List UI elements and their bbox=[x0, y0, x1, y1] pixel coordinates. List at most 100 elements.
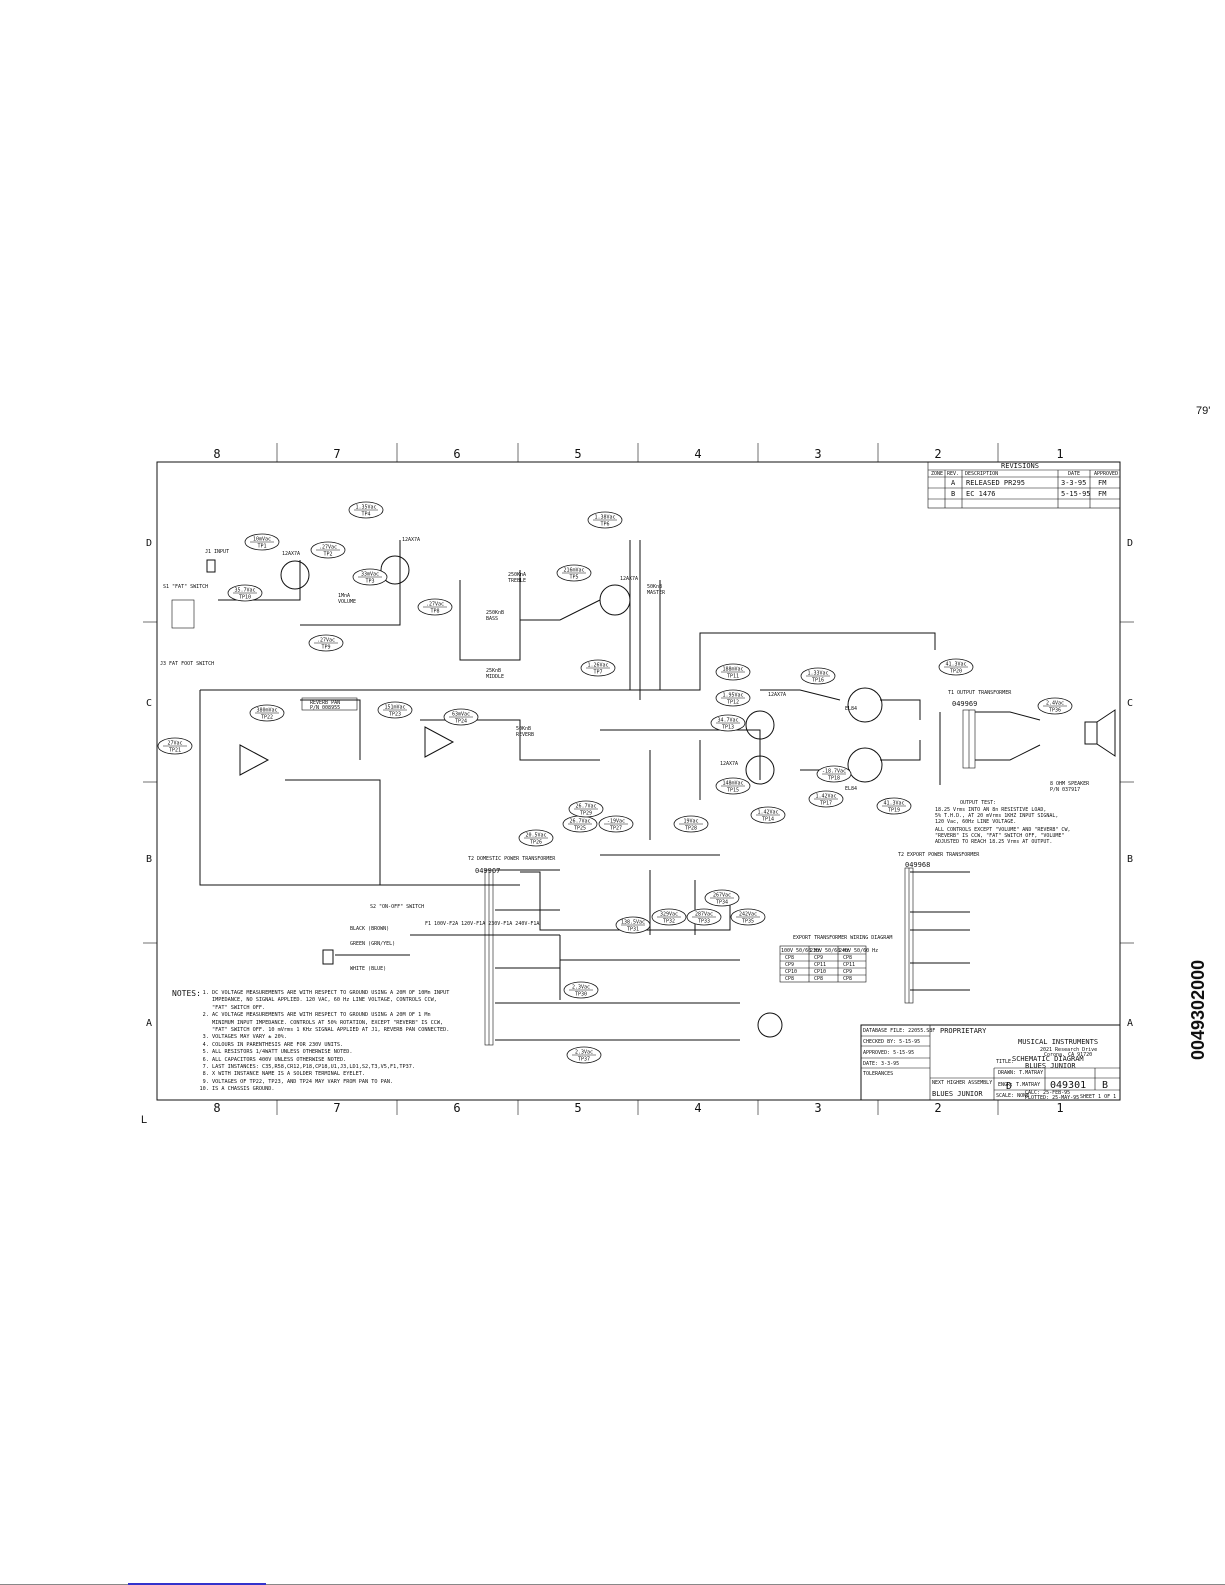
notes-heading: NOTES: bbox=[172, 989, 201, 998]
zone-bottom-3: 3 bbox=[814, 1101, 821, 1115]
mains-plug bbox=[322, 949, 334, 965]
test-point-id: TP20 bbox=[950, 669, 962, 675]
zone-top-3: 3 bbox=[814, 447, 821, 461]
test-point-voltage: 1.42Vac bbox=[815, 794, 836, 800]
next-higher-assembly: NEXT HIGHER ASSEMBLY bbox=[932, 1080, 992, 1086]
test-point-voltage: 63mVac bbox=[452, 712, 470, 718]
power-switch: S2 "ON-OFF" SWITCH F1 100V-F2A 120V-F1A … bbox=[322, 904, 539, 972]
output-test-line-3: 120 Vac, 60Hz LINE VOLTAGE. bbox=[935, 819, 1016, 825]
tube-v3b bbox=[745, 755, 775, 785]
control-pots: 1MnA VOLUME 250KnA TREBLE 250KnB BASS 25… bbox=[338, 572, 666, 738]
test-point-id: TP13 bbox=[722, 725, 734, 731]
zone-top-4: 4 bbox=[694, 447, 701, 461]
test-point-voltage: 26.7Vac bbox=[569, 819, 590, 825]
rev-row-a-rev: A bbox=[951, 479, 956, 487]
test-point-id: TP33 bbox=[698, 919, 710, 925]
rev-row-b-desc: EC 1476 bbox=[966, 490, 996, 498]
fat-switch-label: S1 "FAT" SWITCH bbox=[163, 584, 208, 590]
test-point-id: TP7 bbox=[593, 670, 602, 676]
zone-bottom-7: 7 bbox=[333, 1101, 340, 1115]
note-item: ALL RESISTORS 1/4WATT UNLESS OTHERWISE N… bbox=[212, 1049, 452, 1056]
test-point-id: TP34 bbox=[716, 900, 728, 906]
zone-left-A: A bbox=[146, 1018, 152, 1029]
test-point-voltage: 2.3Vac bbox=[575, 1050, 593, 1056]
test-point-voltage: 35.7Vac bbox=[234, 588, 255, 594]
output-test-notes: OUTPUT TEST: 18.25 Vrms INTO AN 8n RESIS… bbox=[935, 800, 1070, 845]
input-section: J1 INPUT S1 "FAT" SWITCH J3 FAT FOOT SWI… bbox=[160, 549, 229, 667]
test-point-voltage: 1.38Vac bbox=[594, 515, 615, 521]
test-point-id: TP17 bbox=[820, 801, 832, 807]
rev-header-desc: DESCRIPTION bbox=[965, 471, 998, 477]
output-test-heading: OUTPUT TEST: bbox=[960, 800, 996, 806]
calc-date: CALC: 25-FEB-95 bbox=[1025, 1090, 1070, 1096]
test-point-id: TP21 bbox=[169, 748, 181, 754]
export-cell: CP11 bbox=[814, 962, 826, 968]
test-point-id: TP37 bbox=[578, 1057, 590, 1063]
corner-mark: L bbox=[141, 1114, 148, 1126]
opamp-u1b bbox=[424, 726, 455, 758]
pot-reverb-name: REVERB bbox=[516, 732, 534, 738]
test-point-voltage: 10mVac bbox=[253, 537, 271, 543]
test-point-id: TP6 bbox=[600, 522, 609, 528]
wire-black: BLACK (BROWN) bbox=[350, 926, 389, 932]
export-wiring-title: EXPORT TRANSFORMER WIRING DIAGRAM bbox=[793, 935, 892, 941]
assembly-name: BLUES JUNIOR bbox=[932, 1090, 983, 1098]
zone-bottom-2: 2 bbox=[934, 1101, 941, 1115]
op-amps bbox=[239, 726, 455, 776]
fat-switch-s1 bbox=[171, 599, 195, 629]
test-point-id: TP29 bbox=[580, 811, 592, 817]
test-point-id: TP5 bbox=[569, 575, 578, 581]
test-point-id: TP30 bbox=[575, 992, 587, 998]
test-point-id: TP14 bbox=[762, 817, 774, 823]
note-item: ALL CAPACITORS 400V UNLESS OTHERWISE NOT… bbox=[212, 1057, 452, 1064]
test-point-id: TP16 bbox=[812, 678, 824, 684]
export-cell: CP9 bbox=[785, 962, 794, 968]
zone-ticks bbox=[143, 443, 1134, 1115]
rev-header-date: DATE bbox=[1068, 471, 1080, 477]
notes-list: DC VOLTAGE MEASUREMENTS ARE WITH RESPECT… bbox=[172, 990, 452, 1094]
output-transformer-label: T1 OUTPUT TRANSFORMER bbox=[948, 690, 1012, 696]
drawing-title-2: BLUES JUNIOR bbox=[1025, 1062, 1076, 1070]
pot-middle-name: MIDDLE bbox=[486, 674, 504, 680]
speaker-label: 8 OHM SPEAKER bbox=[1050, 781, 1090, 787]
test-point-voltage: 216mVac bbox=[563, 568, 584, 574]
reverb-pan-part: P/N 008955 bbox=[310, 705, 340, 711]
export-transformer-label: T2 EXPORT POWER TRANSFORMER bbox=[898, 852, 980, 858]
zone-right-D: D bbox=[1127, 538, 1133, 549]
export-cell: CP8 bbox=[843, 955, 852, 961]
notes-block: NOTES: DC VOLTAGE MEASUREMENTS ARE WITH … bbox=[172, 989, 452, 1094]
output-transformer-part: 049969 bbox=[952, 700, 977, 708]
export-cell: CP10 bbox=[814, 969, 826, 975]
tube-v2 bbox=[599, 584, 631, 616]
zone-top-7: 7 bbox=[333, 447, 340, 461]
rev-header-approved: APPROVED bbox=[1094, 471, 1118, 477]
pot-volume-value: 1MnA bbox=[338, 593, 350, 599]
speaker-part: P/N 037917 bbox=[1050, 787, 1080, 793]
pot-treble-value: 250KnA bbox=[508, 572, 526, 578]
pot-master-name: MASTER bbox=[647, 590, 666, 596]
zone-left-C: C bbox=[146, 698, 152, 709]
tube-pilot bbox=[757, 1012, 783, 1038]
drawing-size: D bbox=[1006, 1081, 1012, 1092]
tube-v2-label: 12AX7A bbox=[620, 576, 638, 582]
test-point-voltage: .27Vac bbox=[426, 602, 444, 608]
test-point-voltage: 19Vac bbox=[683, 819, 698, 825]
export-power-transformer: T2 EXPORT POWER TRANSFORMER 049968 bbox=[898, 852, 980, 1004]
pot-master-value: 50KnB bbox=[647, 584, 662, 590]
note-item: LAST INSTANCES: C35,R58,CR12,P18,CP18,U1… bbox=[212, 1064, 452, 1071]
domestic-power-transformer: T2 DOMESTIC POWER TRANSFORMER 049967 bbox=[468, 856, 556, 1046]
zone-top-2: 2 bbox=[934, 447, 941, 461]
